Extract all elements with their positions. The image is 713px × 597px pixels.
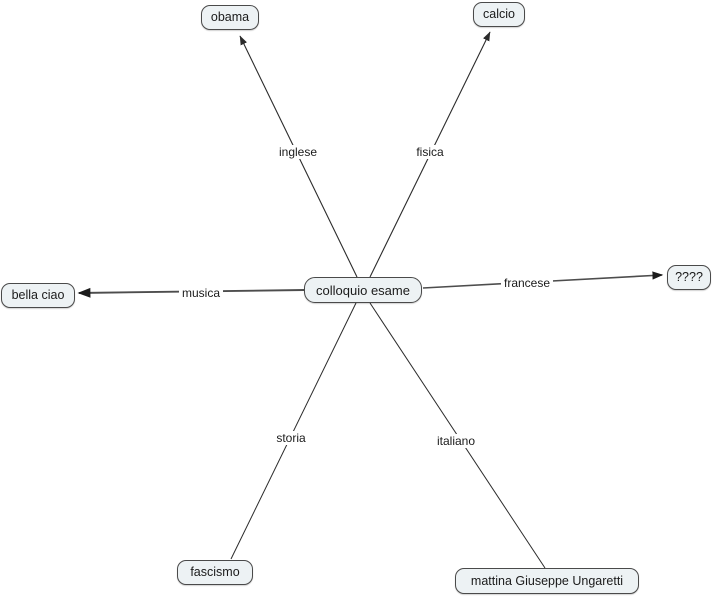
node-obama[interactable]: obama	[201, 4, 259, 30]
edge-label-musica: musica	[178, 286, 224, 300]
node-calcio[interactable]: calcio	[473, 1, 525, 27]
edge-label-inglese: inglese	[275, 145, 321, 159]
central-node-colloquio-esame[interactable]: colloquio esame	[304, 277, 422, 303]
node-unknown[interactable]: ????	[667, 264, 711, 290]
edge-label-storia: storia	[273, 431, 309, 445]
node-bella-ciao[interactable]: bella ciao	[1, 282, 75, 308]
node-label: colloquio esame	[316, 282, 410, 298]
edge-label-italiano: italiano	[433, 434, 479, 448]
node-mattina-giuseppe-ungaretti[interactable]: mattina Giuseppe Ungaretti	[455, 568, 639, 594]
node-label: obama	[210, 9, 250, 24]
edge-label-fisica: fisica	[413, 145, 447, 159]
node-label: fascismo	[190, 564, 240, 579]
node-label: calcio	[483, 6, 515, 21]
edge-label-francese: francese	[500, 276, 554, 290]
node-fascismo[interactable]: fascismo	[177, 559, 253, 585]
node-label: bella ciao	[11, 287, 65, 302]
node-label: mattina Giuseppe Ungaretti	[470, 573, 624, 588]
node-label: ????	[675, 269, 703, 284]
